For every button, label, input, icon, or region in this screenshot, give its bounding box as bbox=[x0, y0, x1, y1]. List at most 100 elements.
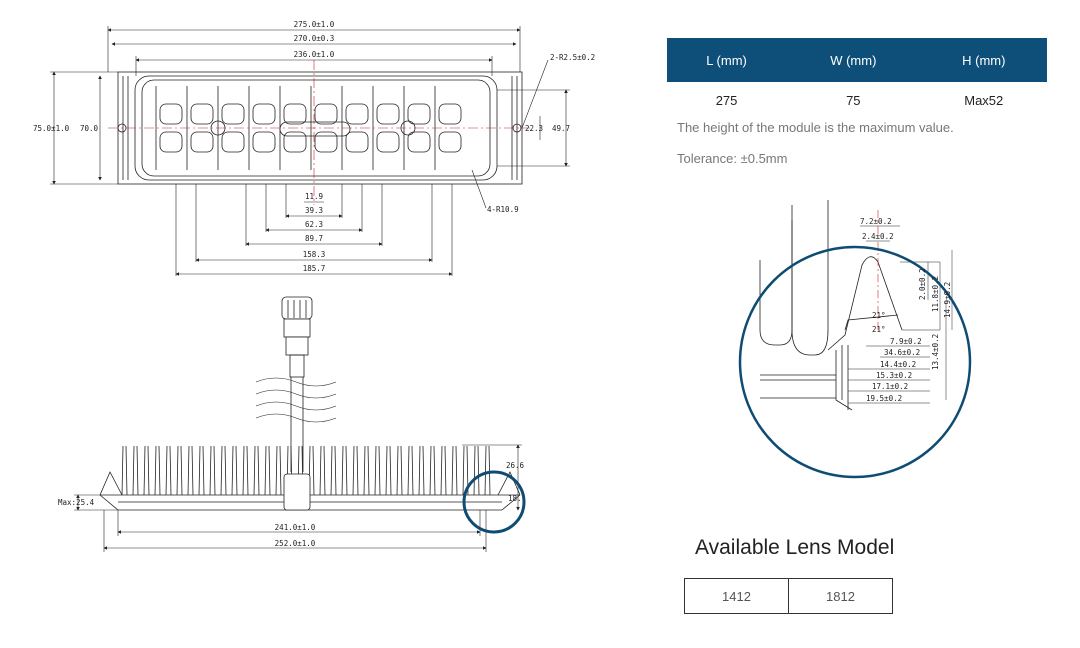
heatsink-fin bbox=[154, 445, 161, 496]
dim-26-6: 26.6 bbox=[506, 461, 525, 470]
lens-cell bbox=[376, 103, 400, 125]
heatsink-fin bbox=[363, 445, 370, 496]
dim-14-4: 14.4±0.2 bbox=[880, 360, 916, 369]
dim-total-length: 252.0±1.0 bbox=[275, 539, 316, 548]
heatsink-fin bbox=[418, 445, 425, 496]
lens-cell bbox=[345, 131, 369, 153]
dim-158-3: 158.3 bbox=[303, 250, 326, 259]
dim-39-3: 39.3 bbox=[305, 206, 323, 215]
detail-view: 7.2±0.2 2.4±0.2 2.0±0.2 11.8±0.2 14.9±0.… bbox=[738, 200, 972, 479]
heatsink-fin bbox=[187, 445, 194, 496]
dim-max-height: Max:25.4 bbox=[58, 498, 95, 507]
lens-cell bbox=[159, 131, 183, 153]
dim-housing-length: 236.0±1.0 bbox=[294, 50, 335, 59]
header-width: W (mm) bbox=[786, 38, 921, 82]
dim-overall-width: 75.0±1.0 bbox=[33, 124, 70, 133]
heatsink-fin bbox=[330, 445, 337, 496]
lens-grid bbox=[155, 86, 462, 170]
heatsink-fin bbox=[198, 445, 205, 496]
heatsink-fin bbox=[143, 445, 150, 496]
heatsink-fin bbox=[165, 445, 172, 496]
tolerance-note: Tolerance: ±0.5mm bbox=[677, 151, 788, 166]
heatsink-fin bbox=[440, 445, 447, 496]
lens-cell bbox=[252, 103, 276, 125]
heatsink-fin bbox=[231, 445, 238, 496]
heatsink-fin bbox=[132, 445, 139, 496]
lens-cell bbox=[283, 103, 307, 125]
dimension-table: L (mm) W (mm) H (mm) 275 75 Max52 bbox=[667, 38, 1047, 118]
angle-21-b: 21° bbox=[872, 325, 886, 334]
lens-cell bbox=[252, 131, 276, 153]
lens-cell bbox=[376, 131, 400, 153]
lens-cell bbox=[190, 131, 214, 153]
lens-cell bbox=[438, 131, 462, 153]
lens-model-1812: 1812 bbox=[788, 578, 893, 614]
lens-cell bbox=[221, 131, 245, 153]
heatsink-fin bbox=[385, 445, 392, 496]
heatsink-fin bbox=[176, 445, 183, 496]
heatsink-fin bbox=[352, 445, 359, 496]
detail-callout-circle bbox=[462, 470, 526, 534]
value-length: 275 bbox=[715, 92, 738, 108]
dim-14-9: 14.9±0.2 bbox=[943, 282, 952, 318]
heatsink-fin bbox=[396, 445, 403, 496]
lens-cell bbox=[314, 103, 338, 125]
heatsink-fin bbox=[451, 445, 458, 496]
dim-185-7: 185.7 bbox=[303, 264, 326, 273]
angle-21-a: 21° bbox=[872, 311, 886, 320]
lens-model-1412: 1412 bbox=[684, 578, 789, 614]
top-view bbox=[117, 71, 523, 185]
lens-section-title: Available Lens Model bbox=[695, 536, 895, 559]
dim-15-3: 15.3±0.2 bbox=[876, 371, 912, 380]
lens-cell bbox=[314, 131, 338, 153]
lens-cell bbox=[407, 131, 431, 153]
heatsink-fin bbox=[407, 445, 414, 496]
dim-89-7: 89.7 bbox=[305, 234, 323, 243]
dim-19-5: 19.5±0.2 bbox=[866, 394, 902, 403]
side-view bbox=[99, 445, 521, 511]
dim-18: 18. bbox=[508, 494, 522, 503]
heatsink-fin bbox=[484, 445, 491, 496]
heatsink-fin bbox=[275, 445, 282, 496]
dim-corner-r-large: 4-R10.9 bbox=[487, 205, 519, 214]
lens-cell bbox=[345, 103, 369, 125]
dim-base-length: 241.0±1.0 bbox=[275, 523, 316, 532]
connector-cable bbox=[255, 296, 337, 472]
heatsink-fin bbox=[374, 445, 381, 496]
lens-cell bbox=[283, 131, 307, 153]
heatsink-fin bbox=[341, 445, 348, 496]
dim-2-0: 2.0±0.2 bbox=[918, 268, 927, 300]
header-length: L (mm) bbox=[667, 38, 787, 82]
height-note: The height of the module is the maximum … bbox=[677, 120, 954, 135]
heatsink-fin bbox=[264, 445, 271, 496]
dim-inner-length: 270.0±0.3 bbox=[294, 34, 335, 43]
center-slot bbox=[279, 121, 351, 137]
lens-cell bbox=[190, 103, 214, 125]
value-height: Max52 bbox=[964, 92, 1004, 108]
dim-hole-spacing: 22.3 bbox=[525, 124, 543, 133]
dim-11-9: 11.9 bbox=[305, 192, 323, 201]
heatsink-fin bbox=[319, 445, 326, 496]
header-height: H (mm) bbox=[920, 38, 1047, 82]
value-width: 75 bbox=[846, 92, 861, 108]
dim-11-8: 11.8±0.2 bbox=[931, 276, 940, 312]
detail-circle bbox=[738, 245, 972, 479]
heatsink-fin bbox=[242, 445, 249, 496]
lens-model-table: 1412 1812 bbox=[684, 578, 893, 614]
dim-width-49-7: 49.7 bbox=[552, 124, 570, 133]
heatsink-fin bbox=[473, 445, 480, 496]
heatsink-fin bbox=[253, 445, 260, 496]
dim-34-6: 34.6±0.2 bbox=[884, 348, 920, 357]
heatsink-fin bbox=[220, 445, 227, 496]
dim-corner-r-small: 2-R2.5±0.2 bbox=[550, 53, 595, 62]
lens-cell bbox=[221, 103, 245, 125]
dim-62-3: 62.3 bbox=[305, 220, 323, 229]
dim-7-9: 7.9±0.2 bbox=[890, 337, 922, 346]
dim-7-2: 7.2±0.2 bbox=[860, 217, 892, 226]
lens-cell bbox=[438, 103, 462, 125]
dim-inner-width: 70.0 bbox=[80, 124, 99, 133]
dim-2-4: 2.4±0.2 bbox=[862, 232, 894, 241]
heatsink-fin bbox=[429, 445, 436, 496]
dim-13-4: 13.4±0.2 bbox=[931, 334, 940, 370]
